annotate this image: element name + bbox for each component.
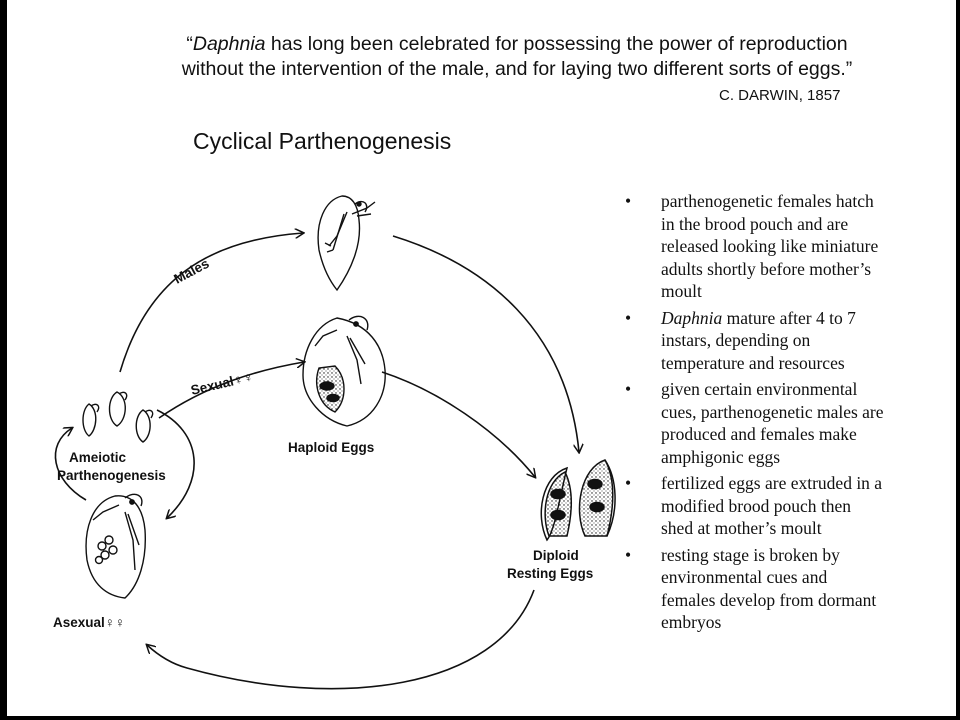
quote-italic-daphnia: Daphnia: [192, 33, 266, 55]
bullet-item: • parthenogenetic females hatch in the b…: [619, 190, 949, 303]
sexual-female-illustration: [302, 315, 386, 427]
bullet-item: • fertilized eggs are extruded in a modi…: [619, 472, 949, 540]
label-haploid-eggs: Haploid Eggs: [288, 440, 374, 455]
label-diploid: Diploid: [533, 548, 579, 563]
resting-eggs-illustration: [540, 459, 616, 542]
bullet-marker: •: [625, 544, 632, 565]
quote-line-1: “Daphnia has long been celebrated for po…: [87, 32, 947, 57]
label-parthenogenesis: Parthenogenesis: [57, 468, 166, 483]
bullet-marker: •: [625, 191, 632, 211]
asexual-female-illustration: [85, 493, 147, 599]
bullet-text: temperature and resources: [661, 352, 845, 373]
label-asexual-females: Asexual♀♀: [53, 615, 125, 630]
bullet-text: parthenogenetic females hatch: [661, 191, 874, 211]
label-males: Males: [171, 256, 211, 287]
bullet-item: • given certain environmental cues, part…: [619, 378, 949, 468]
bullet-list: • parthenogenetic females hatch in the b…: [619, 190, 949, 638]
life-cycle-diagram: Males Sexual♀♀ Haploid Eggs Ameiotic Par…: [53, 195, 616, 690]
label-sexual-females: Sexual♀♀: [189, 369, 255, 398]
bullet-text: moult: [661, 281, 702, 301]
bullet-text: modified brood pouch then: [661, 495, 852, 516]
bullet-marker: •: [625, 307, 632, 328]
ameiotic-offspring-illustration: [82, 391, 154, 443]
quote-attribution: C. DARWIN, 1857: [719, 87, 841, 104]
bullet-text: cues, parthenogenetic males are: [661, 401, 884, 422]
arrow-juveniles-to-asexual: [156, 409, 195, 518]
arrow-to-sexual-female: [158, 362, 304, 419]
bullet-text: in the brood pouch and are: [661, 213, 849, 234]
arrow-males-to-eggs: [392, 235, 579, 452]
bullet-text: mature after 4 to 7: [722, 307, 856, 328]
quote-line-1-rest: has long been celebrated for possessing …: [265, 33, 848, 55]
quote-line-2: without the intervention of the male, an…: [181, 58, 853, 80]
diagram-heading: Cyclical Parthenogenesis: [193, 128, 452, 154]
bullet-text: amphigonic eggs: [661, 446, 781, 467]
slide: “Daphnia has long been celebrated for po…: [7, 0, 956, 716]
bullet-text: shed at mother’s moult: [661, 518, 822, 538]
arrow-to-males: [119, 233, 303, 373]
bullet-marker: •: [625, 473, 632, 493]
quote-open-mark: “: [186, 33, 193, 55]
bullet-text: embryos: [661, 612, 722, 632]
bullet-text: instars, depending on: [661, 330, 811, 350]
arrow-asexual-to-juveniles: [54, 428, 87, 501]
arrow-eggs-to-asexual: [147, 589, 535, 690]
bullet-text: fertilized eggs are extruded in a: [661, 473, 883, 493]
bullet-item: • resting stage is broken by environment…: [619, 544, 949, 634]
darwin-quote: “Daphnia has long been celebrated for po…: [87, 32, 947, 82]
bullet-text: given certain environmental: [661, 379, 858, 399]
bullet-text: produced and females make: [661, 424, 857, 444]
bullet-text: females develop from dormant: [661, 589, 877, 610]
bullet-text: resting stage is broken by: [661, 544, 840, 565]
bullet-text: environmental cues and: [661, 567, 828, 587]
male-daphnia-illustration: [317, 195, 376, 292]
bullet-item: • Daphnia mature after 4 to 7 instars, d…: [619, 307, 949, 375]
arrow-female-to-eggs: [381, 371, 535, 477]
bullet-marker: •: [625, 379, 632, 399]
label-resting-eggs: Resting Eggs: [507, 566, 593, 581]
bullet-text: adults shortly before mother’s: [661, 258, 872, 279]
bullet-italic-daphnia: Daphnia: [661, 307, 723, 328]
bullet-text: released looking like miniature: [661, 236, 879, 256]
label-ameiotic: Ameiotic: [69, 450, 127, 465]
